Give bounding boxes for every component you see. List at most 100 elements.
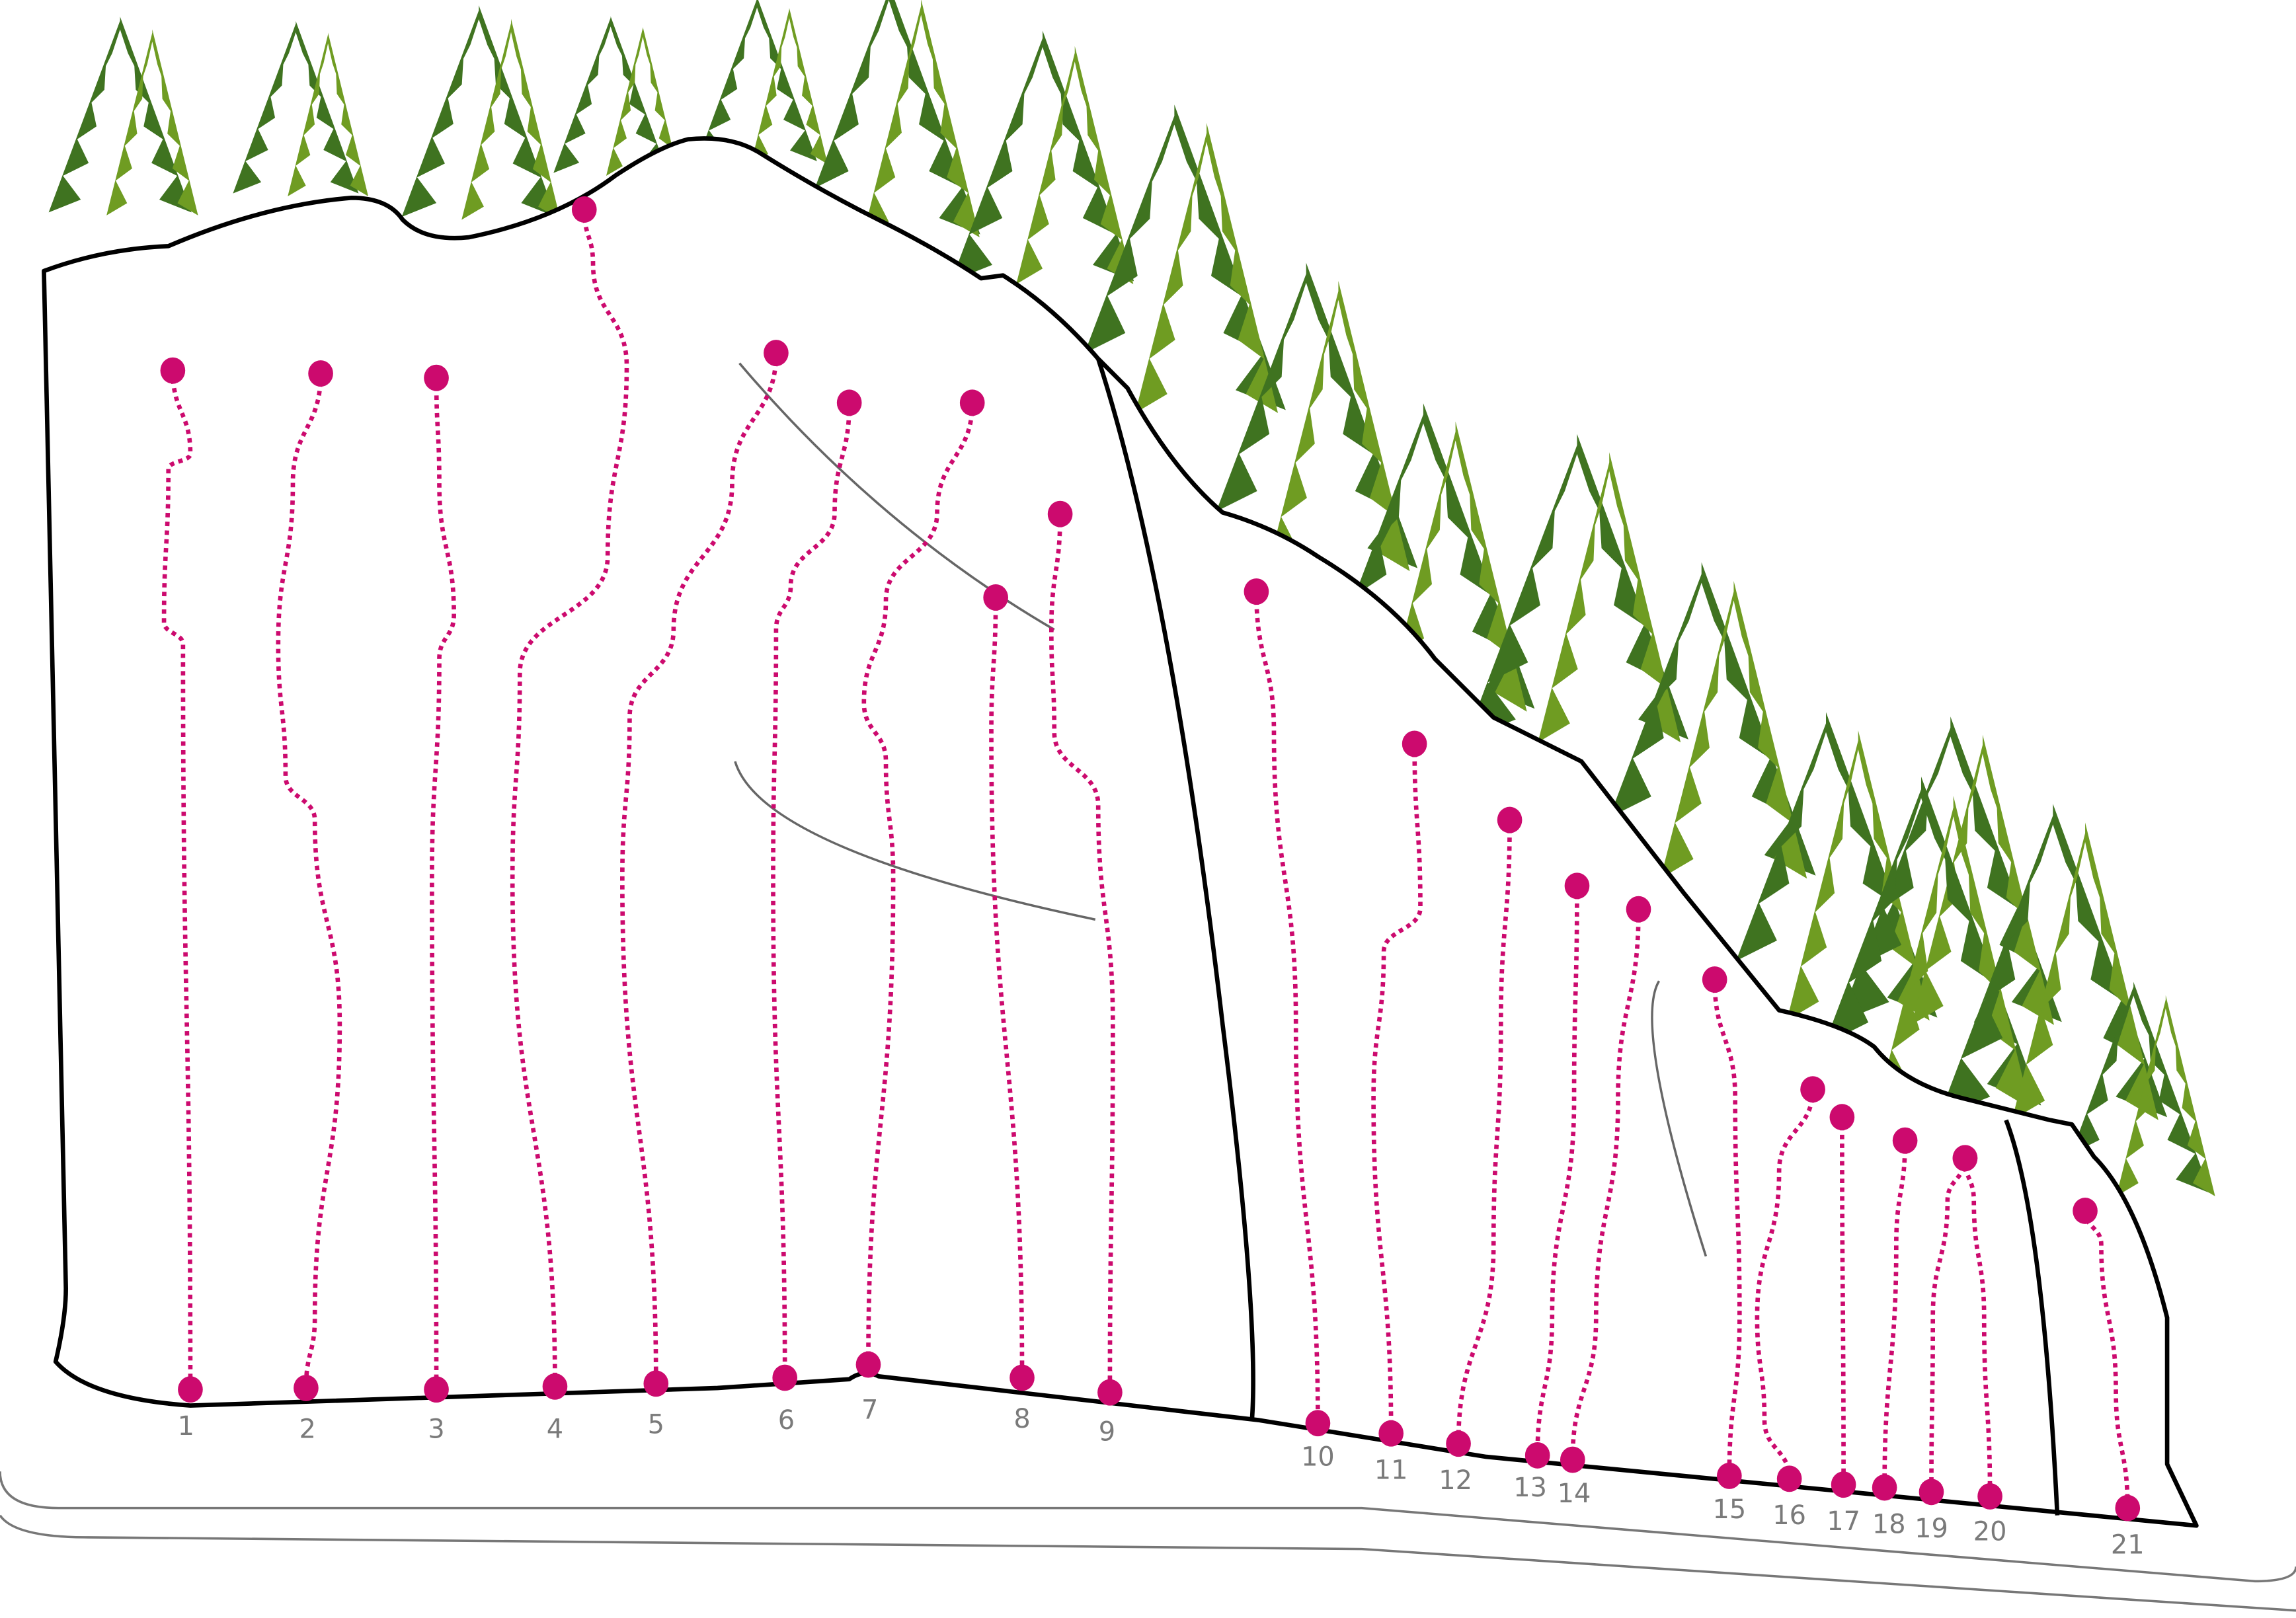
route-start-marker: [772, 1364, 798, 1391]
tree-icon: [233, 20, 369, 197]
route-top-anchor: [764, 340, 789, 366]
route-6[interactable]: 6: [771, 389, 862, 1436]
route-start-marker: [1872, 1474, 1897, 1501]
crack-line: [1651, 980, 1708, 1257]
route-start-marker: [2115, 1494, 2141, 1522]
route-number-label: 20: [1973, 1516, 2007, 1547]
route-14[interactable]: 14: [1558, 896, 1651, 1509]
route-line: [430, 377, 456, 1390]
route-line: [1570, 909, 1641, 1460]
route-number-label: 19: [1915, 1514, 1948, 1544]
route-top-anchor: [308, 360, 333, 387]
route-2[interactable]: 2: [276, 360, 342, 1444]
route-9[interactable]: 9: [1047, 500, 1123, 1447]
route-3[interactable]: 3: [424, 364, 456, 1445]
route-13[interactable]: 13: [1513, 872, 1590, 1503]
route-number-label: 9: [1099, 1417, 1115, 1447]
route-21[interactable]: 21: [2073, 1198, 2145, 1560]
route-15[interactable]: 15: [1702, 966, 1746, 1525]
route-top-anchor: [571, 196, 597, 223]
route-top-anchor: [1626, 896, 1651, 923]
route-start-marker: [855, 1351, 881, 1378]
route-18[interactable]: 18: [1872, 1127, 1918, 1540]
route-line: [1049, 514, 1115, 1393]
route-top-anchor: [1402, 730, 1427, 757]
route-start-marker: [1919, 1479, 1944, 1506]
route-number-label: 13: [1513, 1473, 1547, 1503]
route-top-anchor: [1952, 1145, 1978, 1172]
route-top-anchor: [1800, 1076, 1825, 1103]
route-line: [1371, 744, 1423, 1434]
route-4[interactable]: 4: [510, 196, 629, 1444]
route-top-anchor: [836, 389, 862, 416]
route-top-anchor: [424, 364, 449, 391]
route-top-anchor: [959, 389, 985, 416]
route-start-marker: [294, 1375, 319, 1401]
cliff-outline: [42, 136, 2199, 1528]
route-12[interactable]: 12: [1439, 806, 1523, 1496]
route-start-marker: [1378, 1420, 1404, 1447]
route-number-label: 18: [1872, 1509, 1906, 1539]
route-start-marker: [1776, 1465, 1802, 1492]
route-number-label: 11: [1374, 1455, 1408, 1485]
route-number-label: 21: [2111, 1529, 2145, 1560]
route-start-marker: [1716, 1462, 1742, 1489]
route-top-anchor: [1892, 1127, 1918, 1154]
tree-icon: [48, 17, 198, 215]
ground-lines: [0, 1471, 2296, 1612]
route-start-marker: [1560, 1446, 1585, 1473]
tree-icon: [1195, 262, 1418, 572]
ledge-line-2: [734, 761, 1096, 921]
route-line: [2082, 1210, 2130, 1508]
route-8[interactable]: 8: [983, 584, 1035, 1434]
route-number-label: 10: [1301, 1442, 1335, 1472]
route-top-anchor: [160, 357, 186, 384]
route-line: [771, 403, 851, 1378]
route-top-anchor: [1047, 500, 1073, 527]
route-line: [1535, 886, 1579, 1455]
route-number-label: 15: [1712, 1494, 1746, 1525]
ground-line-upper: [0, 1471, 2296, 1583]
route-start-marker: [1977, 1483, 2002, 1510]
route-5[interactable]: 5: [620, 340, 789, 1440]
route-line: [1963, 1158, 1993, 1496]
tree-icon: [553, 16, 680, 176]
route-number-label: 5: [648, 1410, 664, 1440]
route-start-marker: [1831, 1471, 1856, 1498]
route-16[interactable]: 16: [1755, 1076, 1825, 1531]
route-start-marker: [1446, 1430, 1471, 1457]
route-number-label: 14: [1558, 1479, 1591, 1509]
route-start-marker: [1009, 1364, 1035, 1391]
route-number-label: 2: [299, 1414, 315, 1444]
route-1[interactable]: 1: [160, 357, 203, 1442]
tree-icon: [2056, 982, 2215, 1196]
route-line: [276, 373, 342, 1389]
route-start-marker: [542, 1373, 568, 1400]
route-top-anchor: [1564, 872, 1590, 900]
route-start-marker: [178, 1376, 203, 1403]
route-20[interactable]: 20: [1952, 1145, 2007, 1547]
route-10[interactable]: 10: [1244, 578, 1335, 1472]
route-11[interactable]: 11: [1371, 730, 1427, 1486]
cliff-arete-line: [1096, 358, 1255, 1420]
route-line: [1755, 1089, 1815, 1479]
route-line: [1712, 980, 1742, 1476]
route-top-anchor: [1829, 1104, 1855, 1131]
tree-row: [48, 0, 2215, 1196]
tree-icon: [1466, 434, 1688, 743]
route-number-label: 6: [778, 1405, 795, 1436]
route-number-label: 4: [547, 1414, 563, 1444]
route-number-label: 12: [1439, 1465, 1472, 1496]
route-start-marker: [1305, 1410, 1331, 1437]
route-17[interactable]: 17: [1827, 1104, 1860, 1537]
tree-icon: [1587, 562, 1816, 879]
cliff-corner-line: [2004, 1119, 2060, 1516]
route-top-anchor: [983, 584, 1008, 611]
route-start-marker: [1524, 1442, 1550, 1469]
route-number-label: 17: [1827, 1506, 1860, 1537]
route-line: [1456, 820, 1512, 1444]
route-7[interactable]: 7: [855, 389, 985, 1426]
route-start-marker: [424, 1376, 449, 1403]
